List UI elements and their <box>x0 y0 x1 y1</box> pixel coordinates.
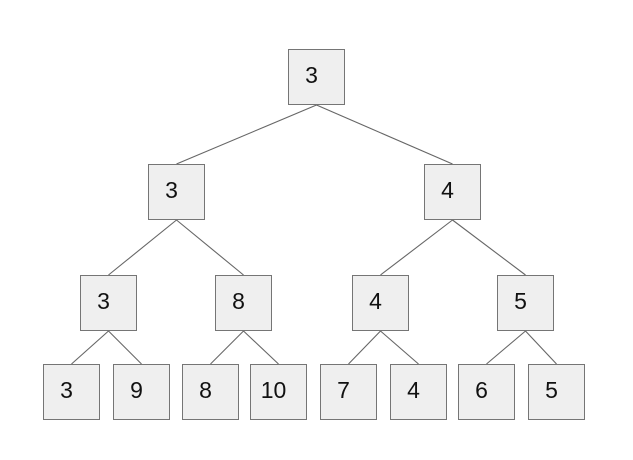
node-value: 8 <box>199 376 212 403</box>
tree-node-leaf-2: 8 <box>182 364 239 420</box>
tree-node-l2-0: 3 <box>80 275 137 331</box>
tree-edge <box>176 104 317 165</box>
tree-edge <box>176 219 244 276</box>
node-value: 5 <box>514 287 527 314</box>
tree-node-l1-0: 3 <box>148 164 205 220</box>
tree-node-leaf-7: 5 <box>528 364 585 420</box>
tree-node-leaf-3: 10 <box>250 364 307 420</box>
tree-node-root: 3 <box>288 49 345 105</box>
tree-node-l2-3: 5 <box>497 275 554 331</box>
tree-edge <box>525 330 557 365</box>
tree-node-leaf-1: 9 <box>113 364 170 420</box>
tree-edge <box>380 219 453 276</box>
tree-node-leaf-4: 7 <box>320 364 377 420</box>
tree-edge <box>316 104 453 165</box>
tree-edge <box>380 330 419 365</box>
node-value: 3 <box>97 287 110 314</box>
tree-node-leaf-5: 4 <box>390 364 447 420</box>
tree-node-l2-2: 4 <box>352 275 409 331</box>
node-value: 9 <box>130 376 143 403</box>
node-value: 3 <box>60 376 73 403</box>
tree-node-leaf-0: 3 <box>43 364 100 420</box>
node-value: 4 <box>369 287 382 314</box>
node-value: 4 <box>441 176 454 203</box>
tree-edge <box>452 219 526 276</box>
tree-node-l1-1: 4 <box>424 164 481 220</box>
node-value: 3 <box>305 61 318 88</box>
node-value: 10 <box>260 376 287 403</box>
tree-edge <box>108 219 177 276</box>
node-value: 3 <box>165 176 178 203</box>
tree-edge <box>71 330 109 365</box>
node-value: 7 <box>337 376 350 403</box>
tree-edge <box>210 330 244 365</box>
node-value: 8 <box>232 287 245 314</box>
node-value: 5 <box>545 376 558 403</box>
tree-edge <box>108 330 142 365</box>
tree-node-leaf-6: 6 <box>458 364 515 420</box>
tree-edge <box>348 330 381 365</box>
node-value: 4 <box>407 376 420 403</box>
tree-edge <box>243 330 279 365</box>
node-value: 6 <box>475 376 488 403</box>
tree-edge <box>486 330 526 365</box>
tree-node-l2-1: 8 <box>215 275 272 331</box>
